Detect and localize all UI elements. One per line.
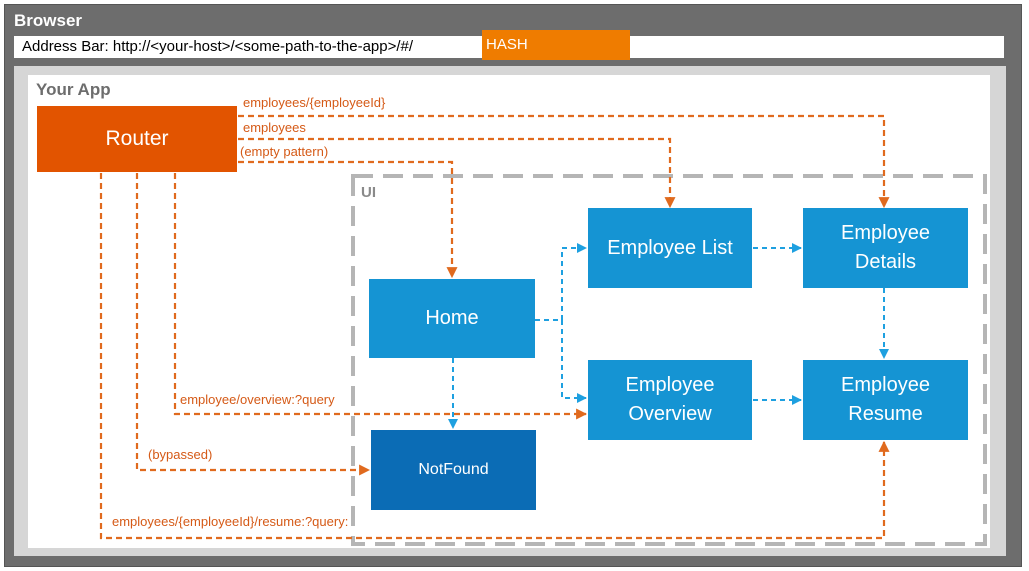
route-line-employee-list xyxy=(238,137,676,209)
browser-title: Browser xyxy=(14,11,83,30)
route-label-resume: employees/{employeeId}/resume:?query: xyxy=(112,514,349,529)
address-bar: Address Bar: http://<your-host>/<some-pa… xyxy=(14,30,1004,60)
router-node: Router xyxy=(37,106,237,172)
home-node: Home xyxy=(369,279,535,358)
employee-overview-node: Employee Overview xyxy=(588,360,752,440)
app-title: Your App xyxy=(36,80,111,99)
ui-region-title: UI xyxy=(361,184,376,201)
route-label-empty: (empty pattern) xyxy=(240,144,329,159)
route-line-home xyxy=(238,160,458,279)
route-line-employee-resume xyxy=(99,173,890,540)
route-label-employees: employees xyxy=(243,120,306,135)
router-label: Router xyxy=(105,127,169,150)
hash-segment: HASH xyxy=(482,30,630,60)
employee-details-label: Employee Details xyxy=(841,222,930,273)
ui-region-border xyxy=(351,174,987,546)
employee-list-node: Employee List xyxy=(588,208,752,288)
route-label-employee-id: employees/{employeeId} xyxy=(243,95,386,110)
nav-line-home-list xyxy=(535,243,587,321)
not-found-label: NotFound xyxy=(418,461,489,478)
employee-details-node: Employee Details xyxy=(803,208,968,288)
nav-line-home-overview xyxy=(561,320,587,403)
route-label-bypassed: (bypassed) xyxy=(148,447,213,462)
route-line-not-found xyxy=(135,173,371,476)
employee-list-label: Employee List xyxy=(607,236,733,259)
employee-overview-label: Employee Overview xyxy=(625,374,715,425)
address-url: Address Bar: http://<your-host>/<some-pa… xyxy=(22,38,414,55)
route-label-overview: employee/overview:?query xyxy=(180,392,335,407)
route-line-employee-overview xyxy=(173,173,588,420)
employee-resume-label: Employee Resume xyxy=(841,374,930,425)
route-line-employee-details xyxy=(238,114,890,209)
home-label: Home xyxy=(425,307,479,329)
not-found-node: NotFound xyxy=(371,430,536,510)
employee-resume-node: Employee Resume xyxy=(803,360,968,440)
